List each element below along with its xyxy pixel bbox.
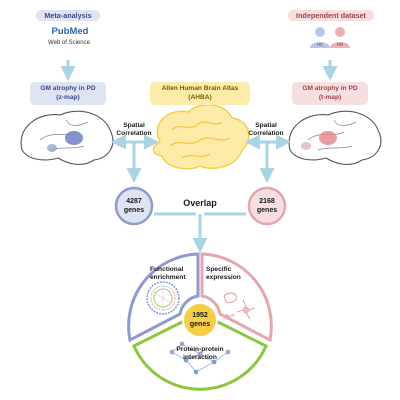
corr-line2: Correlation xyxy=(116,130,152,137)
specific-expression-label: Specific expression xyxy=(206,266,246,282)
ppi-line1: Protein-protein xyxy=(176,346,224,353)
person-icon xyxy=(310,27,330,48)
ahba-line2: (AHBA) xyxy=(188,93,212,101)
pd-label: PD xyxy=(336,42,344,47)
pubmed-logo: PubMed xyxy=(51,26,89,37)
left-genes-count: 4287 xyxy=(126,198,142,205)
specific-line1: Specific xyxy=(206,266,232,273)
core-genes-label: 1952 genes xyxy=(184,312,216,329)
functional-line2: enrichment xyxy=(150,274,186,281)
web-of-science-logo: Web of Science xyxy=(48,40,90,46)
ahba-box: Allen Human Brain Altas (AHBA) xyxy=(150,82,250,105)
gm-box-line2: (z-map) xyxy=(56,93,80,101)
overlap-label: Overlap xyxy=(183,198,217,208)
hc-label: HC xyxy=(316,42,324,47)
right-genes-label: 2168 genes xyxy=(251,198,283,215)
left-genes-circle xyxy=(114,186,154,226)
right-genes-count: 2168 xyxy=(259,198,275,205)
ahba-line1: Allen Human Brain Altas xyxy=(161,85,239,92)
gm-box-line1: GM atrophy in PD xyxy=(302,85,358,92)
functional-enrichment-label: Functional enrichment xyxy=(150,266,194,282)
functional-line1: Functional xyxy=(150,266,184,273)
specific-line2: expression xyxy=(206,274,241,281)
functional-segment xyxy=(127,252,200,343)
network-graph-icon xyxy=(169,341,231,375)
gm-atrophy-zmap-box: GM atrophy in PD (z-map) xyxy=(30,82,106,105)
corr-line1: Spatial xyxy=(123,122,145,129)
person-icon xyxy=(330,27,350,48)
right-genes-circle xyxy=(247,186,287,226)
meta-analysis-badge: Meta-analysis xyxy=(36,10,100,21)
gm-box-line2: (t-map) xyxy=(318,93,342,101)
corr-line2: Correlation xyxy=(248,130,284,137)
spatial-correlation-right-label: Spatial Correlation xyxy=(244,122,288,138)
left-genes-label: 4287 genes xyxy=(118,198,150,215)
circos-plot-icon xyxy=(146,281,180,315)
ppi-line2: interaction xyxy=(183,354,217,361)
ppi-label: Protein-protein interaction xyxy=(166,346,234,362)
genes-unit: genes xyxy=(123,206,145,214)
neuron-icon xyxy=(223,292,256,320)
genes-unit: genes xyxy=(256,206,278,214)
spatial-correlation-left-label: Spatial Correlation xyxy=(112,122,156,138)
corr-line1: Spatial xyxy=(255,122,277,129)
core-genes-count: 1952 xyxy=(192,312,208,319)
independent-dataset-badge: Independent dataset xyxy=(288,10,374,21)
brain-outline-icon xyxy=(152,104,250,170)
gm-box-line1: GM atrophy in PD xyxy=(40,85,96,92)
brain-outline-icon xyxy=(20,110,114,166)
brain-outline-icon xyxy=(288,110,382,166)
core-genes-circle xyxy=(182,302,218,338)
gm-atrophy-tmap-box: GM atrophy in PD (t-map) xyxy=(292,82,368,105)
genes-unit: genes xyxy=(189,320,211,328)
